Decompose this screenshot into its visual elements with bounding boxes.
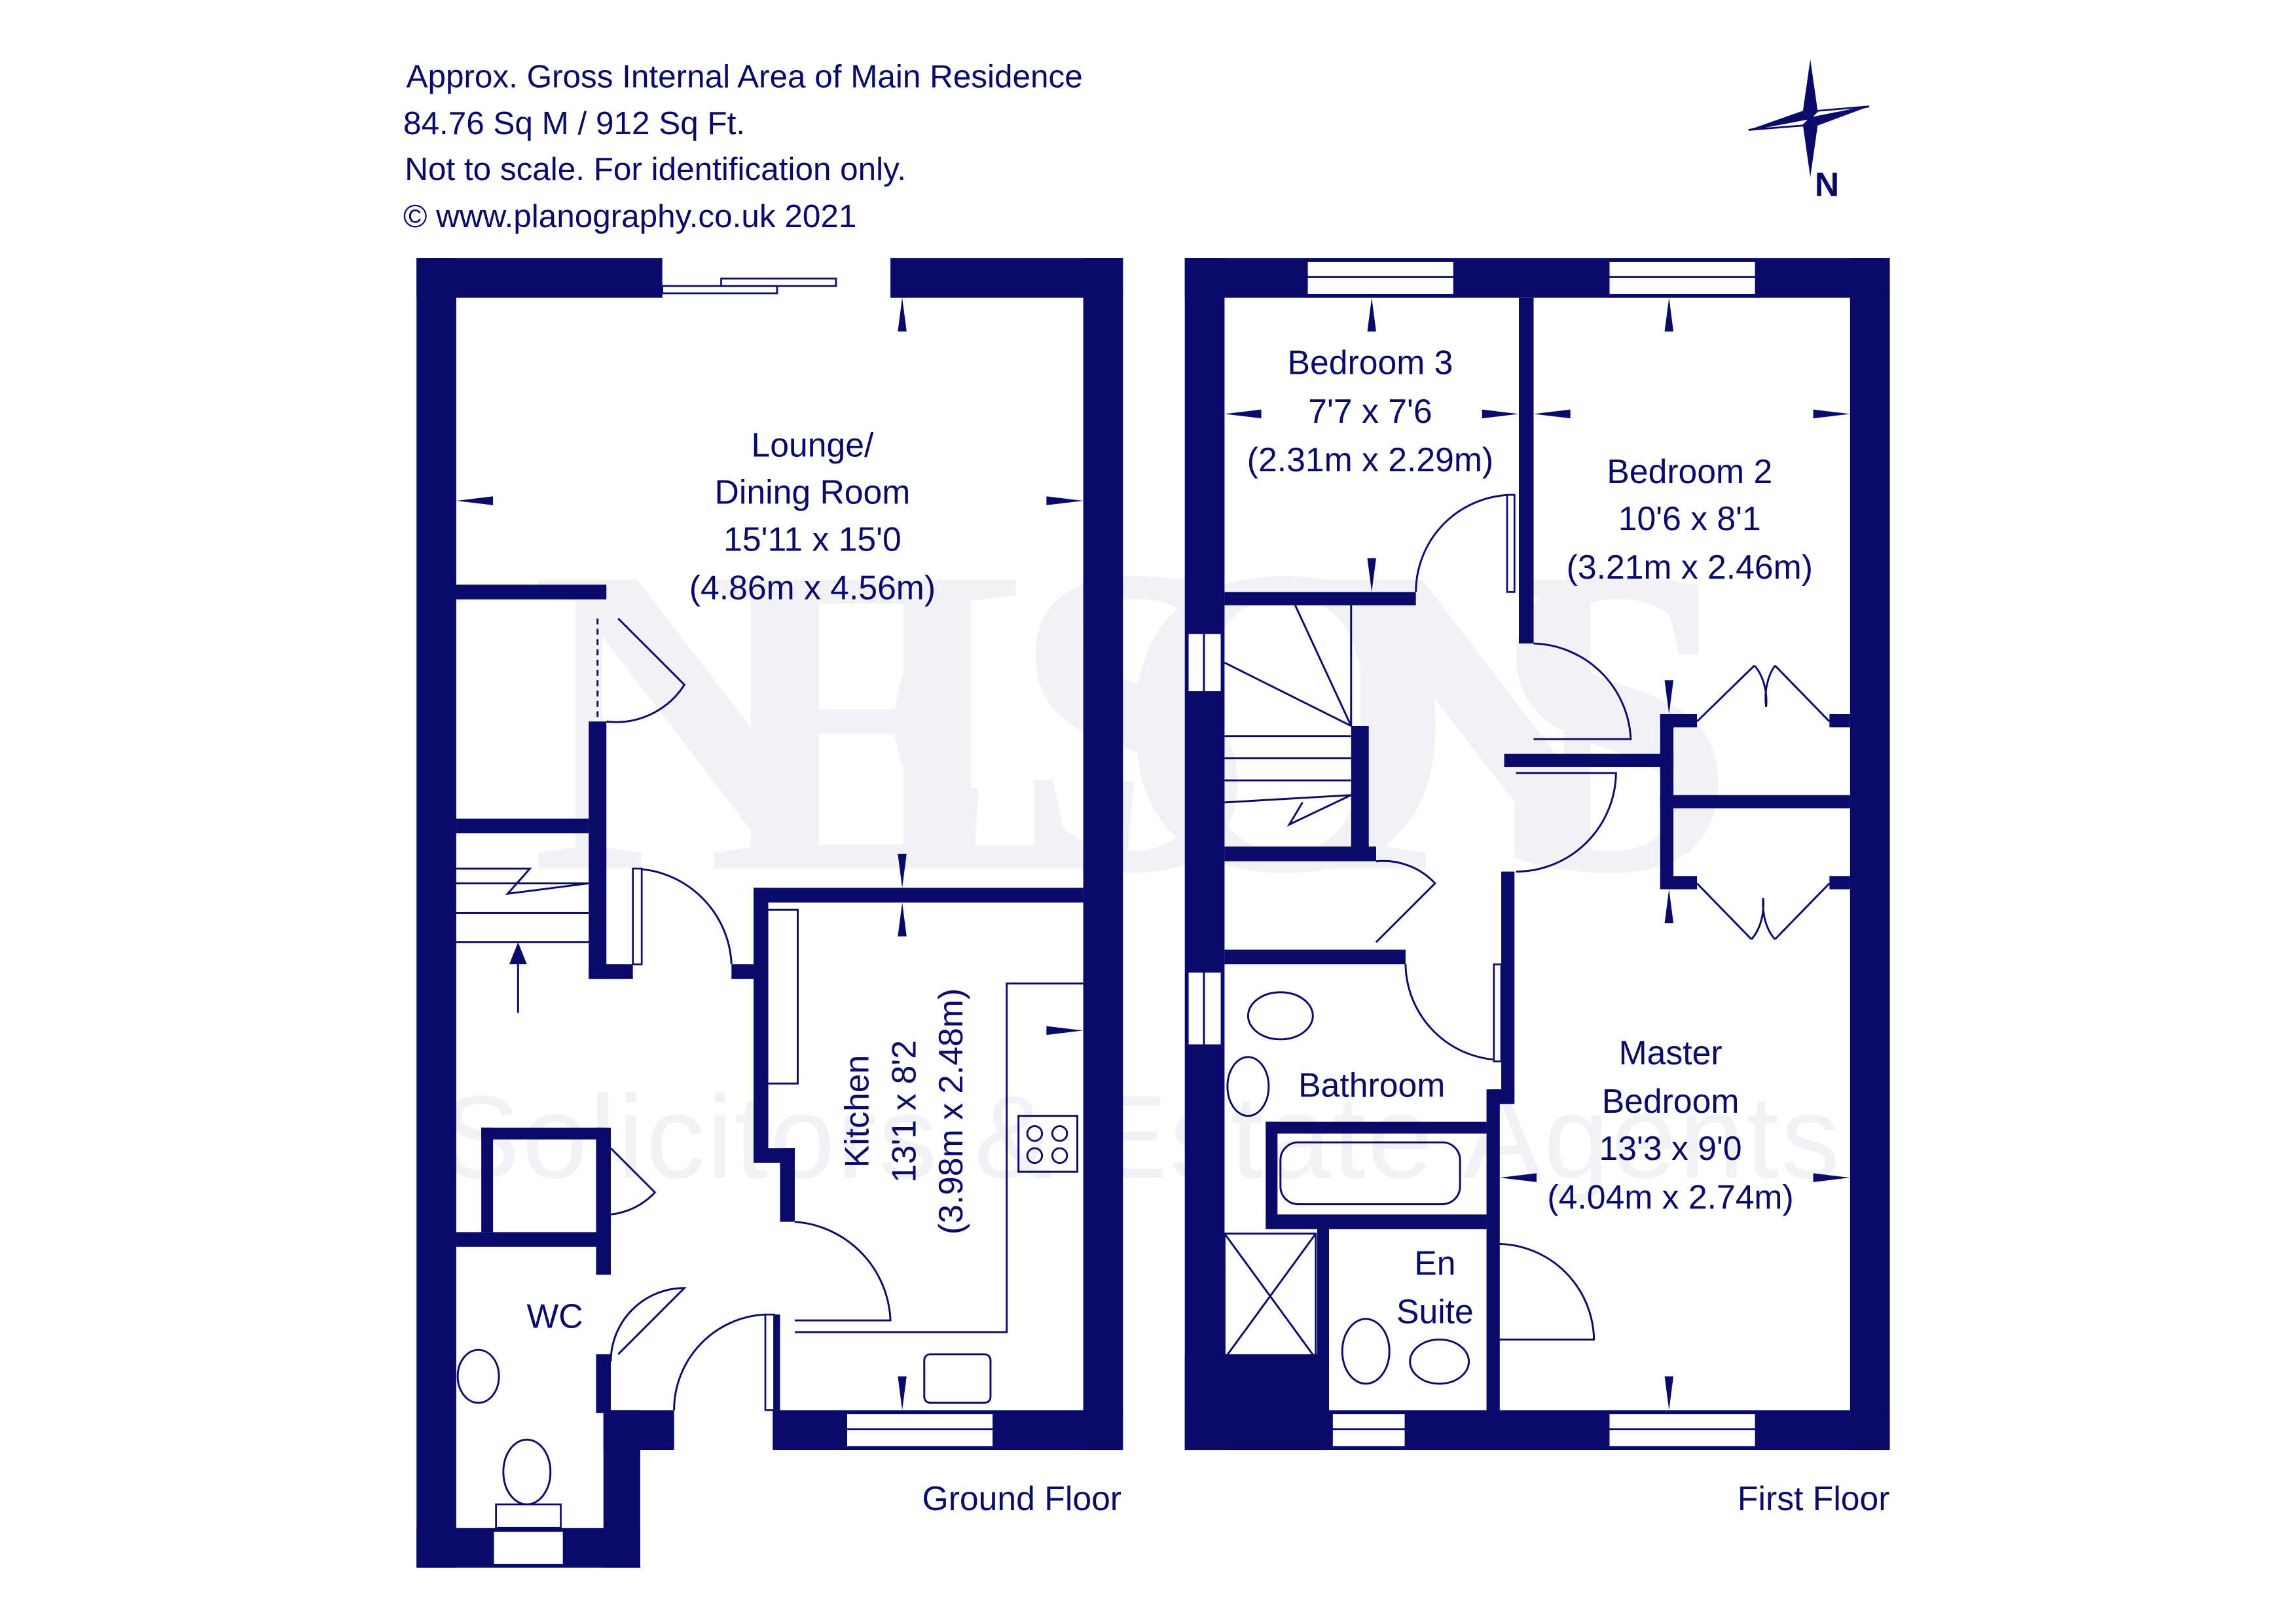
svg-text:(3.98m x 2.48m): (3.98m x 2.48m) <box>932 988 970 1235</box>
ground-floor-plan: Lounge/ Dining Room 15'11 x 15'0 (4.86m … <box>416 258 1123 1568</box>
svg-text:10'6 x 8'1: 10'6 x 8'1 <box>1618 499 1761 537</box>
svg-text:(4.86m x 4.56m): (4.86m x 4.56m) <box>689 569 936 607</box>
toilet-icon <box>1247 991 1314 1041</box>
svg-text:Lounge/: Lounge/ <box>752 426 874 464</box>
room-kitchen: Kitchen 13'1 x 8'2 (3.98m x 2.48m) <box>837 988 970 1235</box>
stairs <box>1224 605 1353 827</box>
header-info: Approx. Gross Internal Area of Main Resi… <box>403 58 1083 234</box>
first-floor-plan: Bedroom 3 7'7 x 7'6 (2.31m x 2.29m) Bedr… <box>1184 258 1890 1517</box>
area-title: Approx. Gross Internal Area of Main Resi… <box>406 58 1082 94</box>
room-bedroom-2: Bedroom 2 10'6 x 8'1 (3.21m x 2.46m) <box>1567 452 1813 586</box>
svg-text:Bedroom 2: Bedroom 2 <box>1607 452 1772 490</box>
disclaimer: Not to scale. For identification only. <box>405 151 906 187</box>
svg-text:Suite: Suite <box>1396 1293 1474 1331</box>
room-bedroom-3: Bedroom 3 7'7 x 7'6 (2.31m x 2.29m) <box>1247 344 1493 478</box>
svg-text:Bedroom 3: Bedroom 3 <box>1288 344 1453 382</box>
area-value: 84.76 Sq M / 912 Sq Ft. <box>403 105 745 141</box>
first-floor-label: First Floor <box>1738 1479 1890 1517</box>
hob-icon <box>1017 1115 1079 1173</box>
svg-text:13'1 x 8'2: 13'1 x 8'2 <box>884 1040 922 1183</box>
svg-text:(3.21m x 2.46m): (3.21m x 2.46m) <box>1567 548 1813 586</box>
svg-text:(2.31m x 2.29m): (2.31m x 2.29m) <box>1247 441 1493 478</box>
svg-text:Bedroom: Bedroom <box>1602 1082 1740 1120</box>
north-label: N <box>1815 166 1839 204</box>
stairs <box>456 867 589 1013</box>
svg-text:Master: Master <box>1619 1034 1722 1072</box>
copyright: © www.planography.co.uk 2021 <box>403 198 856 234</box>
svg-text:13'3 x 9'0: 13'3 x 9'0 <box>1599 1129 1742 1167</box>
svg-text:(4.04m x 2.74m): (4.04m x 2.74m) <box>1547 1178 1793 1216</box>
svg-text:En: En <box>1414 1244 1455 1282</box>
room-lounge: Lounge/ Dining Room 15'11 x 15'0 (4.86m … <box>689 426 936 607</box>
svg-text:Kitchen: Kitchen <box>837 1055 875 1168</box>
svg-text:Dining Room: Dining Room <box>715 473 911 511</box>
bath-icon <box>1279 1141 1461 1206</box>
room-bathroom: Bathroom <box>1298 1066 1445 1104</box>
toilet-icon <box>502 1438 552 1506</box>
room-wc: WC <box>526 1297 583 1335</box>
watermark: NELSONS Solicitors & Estate Agents <box>441 475 1840 1203</box>
sink-icon <box>923 1353 992 1404</box>
svg-text:15'11 x 15'0: 15'11 x 15'0 <box>723 520 902 558</box>
room-master-bedroom: Master Bedroom 13'3 x 9'0 (4.04m x 2.74m… <box>1547 1034 1793 1216</box>
svg-text:Solicitors & Estate Agents: Solicitors & Estate Agents <box>441 1072 1840 1203</box>
basin-icon <box>1409 1338 1470 1385</box>
basin-icon <box>456 1348 500 1404</box>
room-en-suite: En Suite <box>1396 1244 1474 1331</box>
shower-icon <box>1223 1233 1317 1360</box>
toilet-icon <box>1341 1318 1391 1385</box>
ground-floor-label: Ground Floor <box>922 1479 1122 1517</box>
basin-icon <box>1226 1056 1270 1117</box>
svg-text:7'7 x 7'6: 7'7 x 7'6 <box>1308 392 1432 430</box>
compass-icon: N <box>1748 59 1870 204</box>
svg-text:NELSONS: NELSONS <box>530 475 1736 964</box>
